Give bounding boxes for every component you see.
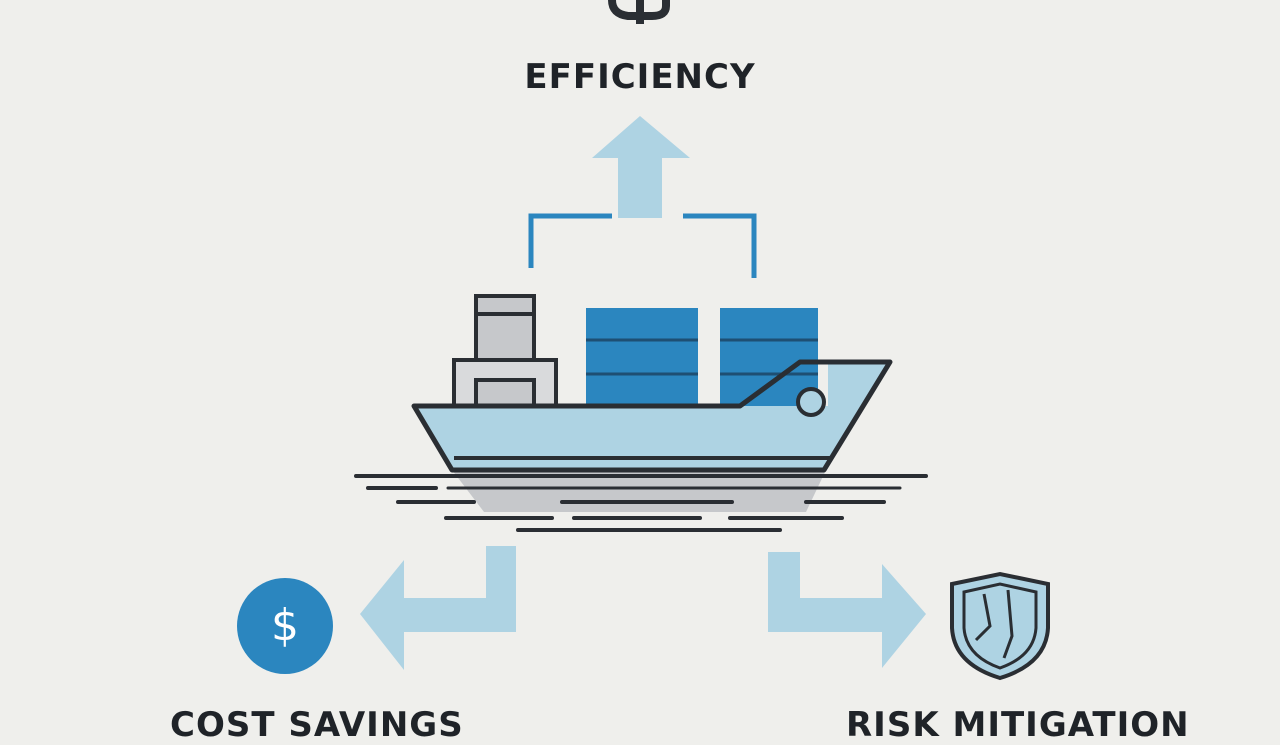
risk-mitigation-label: RISK MITIGATION <box>846 705 1190 745</box>
diagram: $ EFFICIENCY COST SAVINGS RISK MITIGATIO… <box>170 0 1189 742</box>
bracket-outline <box>528 213 757 278</box>
efficiency-label: EFFICIENCY <box>524 57 756 97</box>
cargo-ship-icon <box>354 294 928 532</box>
water-lines <box>354 474 928 532</box>
coin-dollar-symbol: $ <box>271 600 299 651</box>
diagram-graphics <box>237 0 1050 681</box>
container-stack-2 <box>720 308 818 406</box>
up-arrow-icon <box>592 116 690 218</box>
left-arrow-icon <box>360 546 516 670</box>
container-stack-1 <box>586 308 698 406</box>
porthole-icon <box>796 387 826 417</box>
right-arrow-icon <box>768 552 926 668</box>
ship-bridge <box>452 294 558 408</box>
cost-savings-label: COST SAVINGS <box>170 705 464 745</box>
dollar-coin-icon <box>237 578 333 674</box>
shield-icon <box>950 571 1050 681</box>
dollar-icon <box>608 0 670 24</box>
